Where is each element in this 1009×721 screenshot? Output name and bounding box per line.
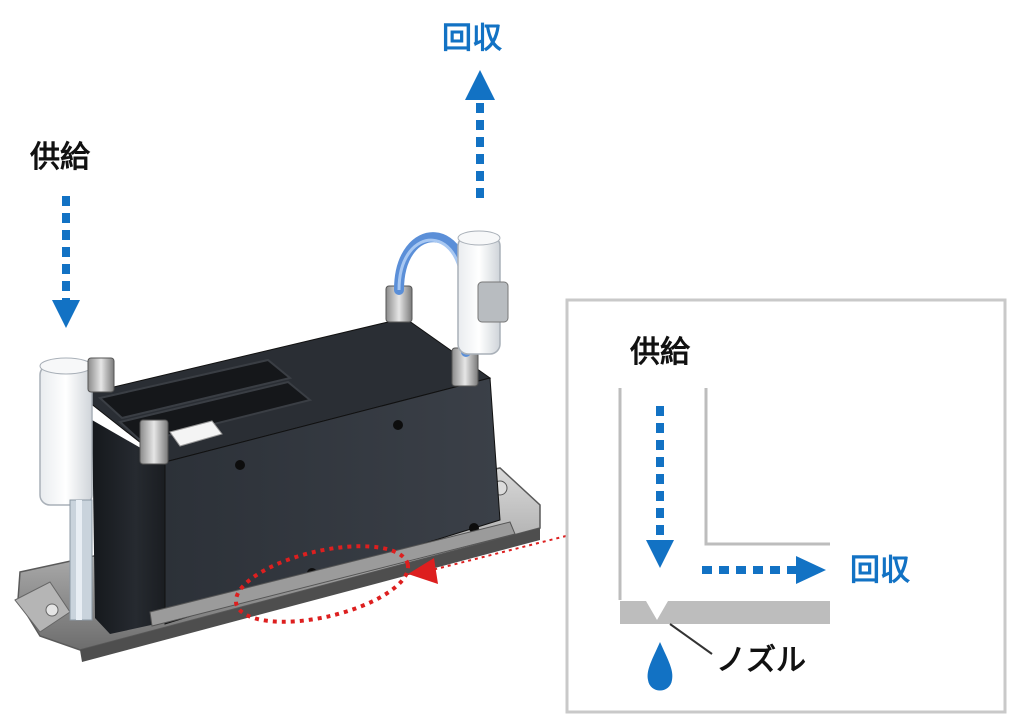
- supply-flow-arrowhead: [52, 300, 80, 328]
- inset-supply-arrowhead: [646, 540, 674, 568]
- supply-fitting: [39, 364, 93, 506]
- inset-recovery-label: 回収: [850, 553, 910, 588]
- nozzle-label: ノズル: [716, 643, 806, 678]
- base-plate-edge: [80, 528, 540, 662]
- nozzle-highlight-ellipse: [233, 544, 411, 624]
- inset-channel-outline: [618, 388, 830, 600]
- supply-label: 供給: [30, 140, 90, 175]
- nozzle-plate: [149, 521, 516, 627]
- white-connector: [169, 420, 223, 447]
- callout-pointer-line: [431, 535, 567, 571]
- connector-slot-1: [97, 358, 293, 420]
- nozzle-leader-line: [669, 623, 713, 655]
- fitting-nut-1: [87, 357, 115, 393]
- head-long-face: [164, 377, 501, 625]
- head-front-face: [92, 420, 165, 634]
- recovery-flow-arrowhead: [465, 70, 495, 100]
- print-head-illustration: [14, 230, 541, 662]
- ink-drop-icon: [647, 642, 673, 691]
- fitting-nut-2: [139, 419, 169, 465]
- inset-recovery-arrowhead: [796, 556, 826, 584]
- inset-panel: [565, 298, 1007, 714]
- inset-supply-label: 供給: [630, 335, 690, 370]
- callout-pointer-arrowhead: [408, 558, 438, 584]
- recovery-label: 回収: [442, 21, 502, 56]
- inset-nozzle-plate: [620, 601, 830, 624]
